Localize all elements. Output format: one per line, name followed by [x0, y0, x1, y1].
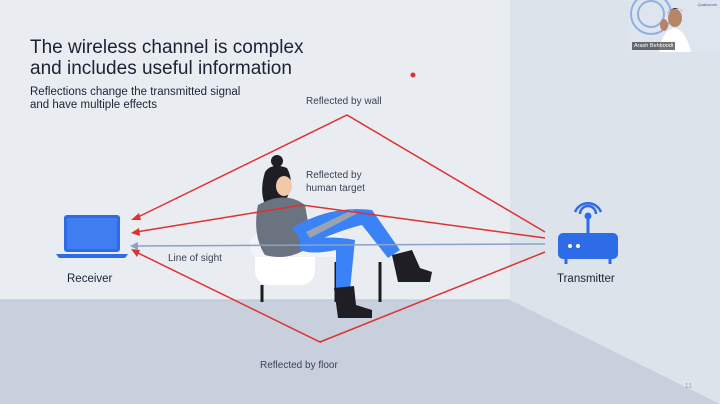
line-of-sight-arrowhead	[130, 242, 138, 250]
slide-title-line-2: and includes useful information	[30, 58, 292, 79]
line-of-sight-arrow	[135, 243, 546, 247]
slide-subtitle: Reflections change the transmitted signa…	[30, 86, 240, 112]
brand-logo: Qualcomm	[697, 2, 717, 7]
pointer-dot-icon	[410, 72, 416, 78]
wall-reflection-path	[135, 114, 546, 233]
participant-name-label: Arash Behboodi	[632, 42, 676, 50]
floor-reflection-path	[135, 251, 546, 343]
slide-page-number: 11	[684, 383, 692, 390]
side-wall	[510, 0, 720, 404]
wall-reflection-arrowhead	[131, 213, 141, 220]
label-reflected-by-floor: Reflected by floor	[260, 360, 338, 371]
slide-subtitle-line-2: and have multiple effects	[30, 99, 158, 111]
slide-title-line-1: The wireless channel is complex	[30, 37, 304, 58]
label-reflected-by-wall: Reflected by wall	[306, 96, 382, 107]
label-receiver: Receiver	[67, 273, 113, 285]
label-reflected-by-human: Reflected by human target	[306, 169, 365, 195]
human-reflection-path	[135, 204, 546, 239]
floor-reflection-arrowhead	[131, 249, 140, 257]
label-reflected-by-human-line-2: human target	[306, 183, 365, 194]
label-transmitter: Transmitter	[557, 273, 615, 285]
person-illustration	[256, 155, 432, 318]
label-line-of-sight: Line of sight	[168, 253, 222, 264]
participant-video-tile[interactable]: Qualcomm Arash Behboodi	[629, 0, 720, 52]
receiver-laptop-icon	[56, 215, 128, 258]
label-reflected-by-human-line-1: Reflected by	[306, 170, 362, 181]
floor	[0, 300, 720, 404]
slide-title: The wireless channel is complex and incl…	[30, 37, 304, 79]
human-reflection-arrowhead	[131, 228, 140, 236]
slide-subtitle-line-1: Reflections change the transmitted signa…	[30, 86, 241, 98]
transmitter-router-icon	[558, 202, 618, 264]
